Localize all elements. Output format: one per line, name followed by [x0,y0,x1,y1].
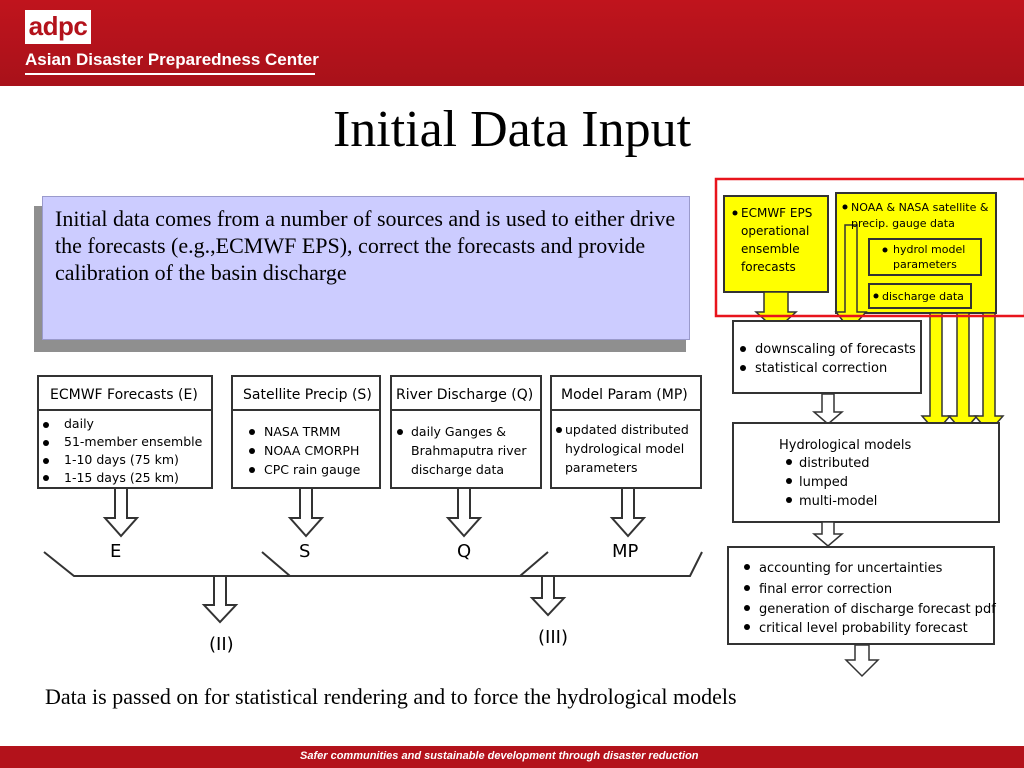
footer-caption: Data is passed on for statistical render… [45,684,737,709]
box4-item-2: hydrological model [565,441,684,456]
uncertainty-box [727,546,995,645]
box4-title: Model Param (MP) [561,387,688,403]
box3-title: River Discharge (Q) [396,387,533,403]
hydrological-models-box [732,422,1000,523]
adpc-logo: adpc [25,10,91,44]
arrow-output [844,644,880,678]
label-s: S [299,541,310,562]
arrow-s [287,489,325,538]
merge-bracket-right [261,551,703,577]
hydrological-item-3: multi-model [799,494,877,509]
label-iii: (III) [538,627,568,648]
right-diagram [714,177,1024,678]
uncertainty-item-3: generation of discharge forecast pdf [759,602,996,617]
arrow-iii [529,577,567,617]
uncertainty-item-1: accounting for uncertainties [759,561,943,576]
box3-item-2: Brahmaputra river [411,443,527,458]
ecmwf-eps-line-1: ECMWF EPS [741,206,812,220]
arrow-to-hydro [811,393,845,425]
page-title: Initial Data Input [332,101,692,158]
header-bar: adpc Asian Disaster Preparedness Center [0,0,1024,86]
label-e: E [110,541,121,562]
box1-item-3: 1-10 days (75 km) [64,452,179,467]
box1-title: ECMWF Forecasts (E) [50,387,198,403]
arrow-e [102,489,140,538]
arrow-to-uncertainty [811,521,845,547]
downscaling-box [732,320,922,394]
arrow-mp [609,489,647,538]
label-ii: (II) [209,634,234,655]
arrow-ii [201,577,239,624]
box2-item-1: NASA TRMM [264,424,340,439]
yellow-arrow-down-3 [973,312,1005,434]
tagline: Safer communities and sustainable develo… [300,750,699,762]
label-mp: MP [612,541,639,562]
hydrol-line-2: parameters [893,258,957,271]
yellow-arrow-down-1 [920,312,952,434]
discharge-data-label: discharge data [882,290,964,303]
box2-title: Satellite Precip (S) [243,387,372,403]
discharge-data-box [868,283,972,309]
ecmwf-eps-line-2: operational [741,224,809,238]
box-river-discharge [390,375,542,489]
hydrol-params-box [868,238,982,276]
box4-item-1: updated distributed [565,422,689,437]
callout-box: Initial data comes from a number of sour… [42,196,690,340]
hydrol-line-1: hydrol model [893,243,965,256]
box1-item-4: 1-15 days (25 km) [64,470,179,485]
label-q: Q [457,541,471,562]
downscaling-item-2: statistical correction [755,361,887,376]
box3-item-1: daily Ganges & [411,424,506,439]
yellow-arrow-down-2 [947,312,979,434]
ecmwf-eps-line-3: ensemble [741,242,800,256]
uncertainty-item-4: critical level probability forecast [759,621,968,636]
box-satellite-precip [231,375,381,489]
box1-item-2: 51-member ensemble [64,434,203,449]
ecmwf-eps-box [723,195,829,293]
box2-item-2: NOAA CMORPH [264,443,359,458]
box2-item-3: CPC rain gauge [264,462,361,477]
org-name: Asian Disaster Preparedness Center [25,50,319,69]
hydrological-title: Hydrological models [779,438,911,453]
box-ecmwf-forecasts [37,375,213,489]
header-divider [25,73,315,75]
hydrological-item-1: distributed [799,456,870,471]
arrow-q [445,489,483,538]
hydrological-item-2: lumped [799,475,848,490]
ecmwf-eps-line-4: forecasts [741,260,796,274]
noaa-line-2: precip. gauge data [851,217,955,230]
box3-item-3: discharge data [411,462,504,477]
noaa-line-1: NOAA & NASA satellite & [851,201,989,214]
left-diagram [37,375,703,624]
downscaling-item-1: downscaling of forecasts [755,342,916,357]
uncertainty-item-2: final error correction [759,582,892,597]
box1-item-1: daily [64,416,95,431]
footer-bar: Safer communities and sustainable develo… [0,746,1024,768]
box-model-param [550,375,702,489]
highlight-frame [714,177,1024,318]
box4-item-3: parameters [565,460,638,475]
